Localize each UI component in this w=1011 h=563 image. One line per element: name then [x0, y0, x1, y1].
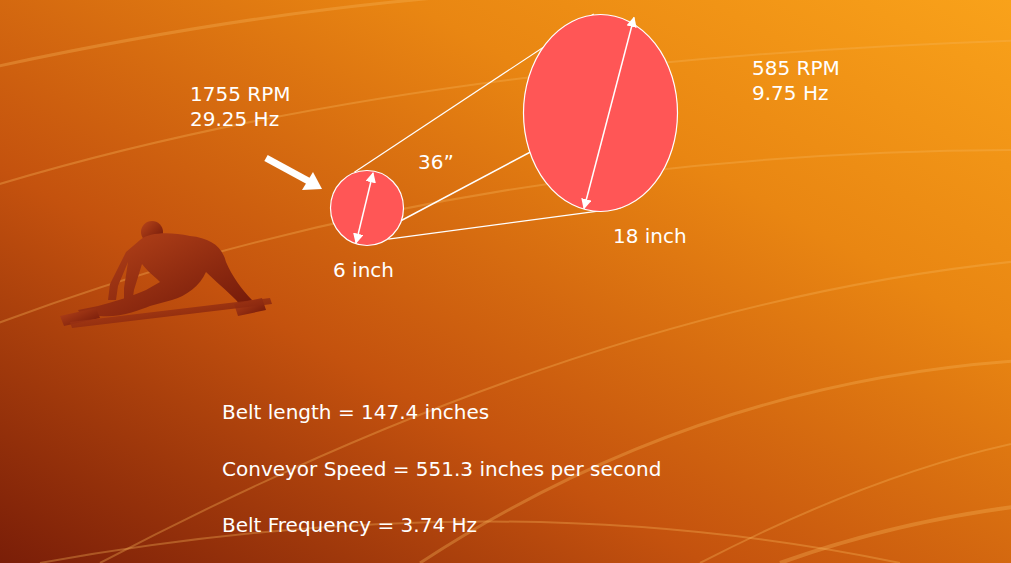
diameter-label: 6 inch: [333, 258, 394, 282]
speed-label: 1755 RPM: [190, 82, 290, 106]
result-label: Belt Frequency = 3.74 Hz: [222, 513, 477, 537]
diameter-arrow: [356, 173, 373, 243]
pulley-outline: [330, 170, 404, 246]
result-label: Conveyor Speed = 551.3 inches per second: [222, 457, 661, 481]
speed-label: 9.75 Hz: [752, 81, 828, 105]
belt-line: [388, 208, 620, 239]
pulley-circle: 585 RPM9.75 Hz18 inch: [523, 14, 678, 212]
pointer-arrow-head: [302, 172, 322, 190]
speed-label: 29.25 Hz: [190, 107, 279, 131]
diameter-arrow: [584, 17, 634, 208]
pointer-arrow-shaft: [266, 158, 312, 183]
speed-label: 585 RPM: [752, 56, 840, 80]
pulley-circle: 1755 RPM29.25 Hz6 inch: [330, 170, 404, 246]
pulley-outline: [523, 14, 678, 212]
pulley-fill: [331, 171, 404, 246]
pulley-fill: [524, 14, 678, 211]
result-label: Belt length = 147.4 inches: [222, 400, 489, 424]
diameter-label: 18 inch: [613, 224, 687, 248]
dimension-label: 36”: [418, 150, 454, 174]
sprinter-silhouette: [60, 221, 272, 328]
